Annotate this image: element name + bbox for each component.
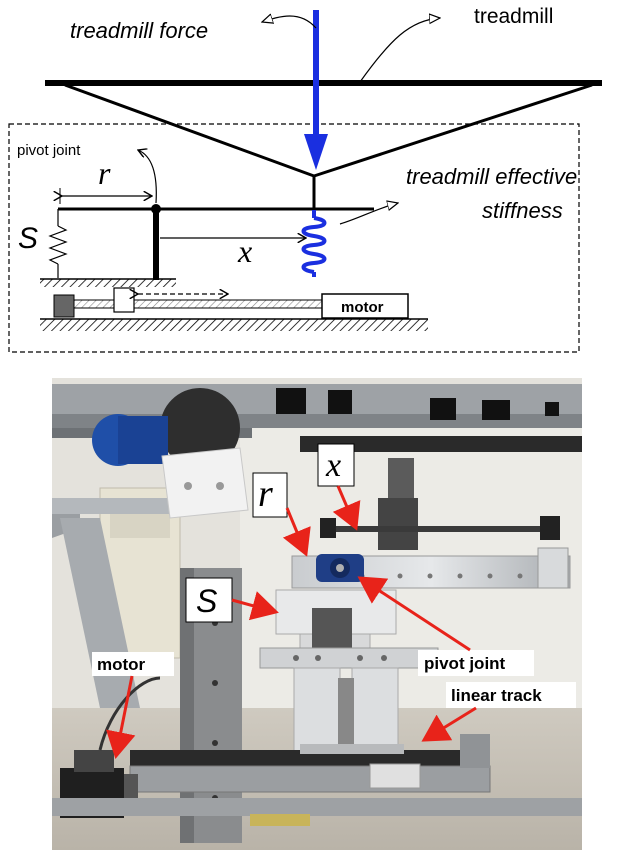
x-label: x bbox=[237, 233, 252, 269]
treadmill-force-leader bbox=[262, 16, 317, 29]
arrow-x bbox=[332, 485, 361, 531]
svg-text:x: x bbox=[325, 447, 341, 484]
svg-text:linear track: linear track bbox=[451, 686, 542, 705]
arrow-s bbox=[231, 591, 279, 621]
svg-text:r: r bbox=[258, 473, 273, 515]
arrow-linear-track bbox=[421, 706, 477, 742]
stiffness-label-line2: stiffness bbox=[482, 198, 563, 223]
effective-stiffness-spring bbox=[301, 210, 327, 277]
motor-box-schematic bbox=[321, 293, 409, 319]
motor-label-schematic: motor bbox=[341, 299, 384, 316]
pivot-bearing bbox=[316, 554, 364, 582]
photo-label-linear-track: linear track bbox=[446, 682, 576, 708]
spring-s bbox=[48, 209, 68, 278]
s-label: S bbox=[18, 222, 38, 255]
photo-label-x: x bbox=[317, 443, 355, 487]
treadmill-triangle bbox=[45, 80, 602, 210]
treadmill-label: treadmill bbox=[474, 5, 553, 28]
treadmill-force-label: treadmill force bbox=[70, 18, 208, 43]
ground-hatch-upper bbox=[40, 279, 176, 287]
r-label: r bbox=[98, 155, 111, 191]
photo-label-r: r bbox=[252, 472, 288, 518]
svg-text:motor: motor bbox=[97, 655, 146, 674]
ground-hatch-lower bbox=[40, 319, 428, 331]
stiffness-label-line1: treadmill effective bbox=[406, 164, 577, 189]
treadmill-force-arrow bbox=[304, 10, 328, 170]
treadmill-leader bbox=[359, 18, 440, 83]
linear-track-schematic bbox=[53, 287, 325, 318]
photo-label-motor: motor bbox=[92, 652, 174, 676]
apparatus-photo: x r S motor pivot joint linear track bbox=[52, 378, 582, 850]
stiffness-leader bbox=[339, 203, 398, 225]
arrow-pivot-joint bbox=[357, 576, 471, 652]
arrow-motor bbox=[105, 675, 136, 759]
svg-text:pivot joint: pivot joint bbox=[424, 654, 506, 673]
photo-label-s: S bbox=[185, 577, 233, 623]
arrow-r bbox=[282, 507, 311, 557]
svg-text:S: S bbox=[196, 583, 217, 619]
schematic-diagram: treadmill treadmill force pivot joint r … bbox=[8, 5, 602, 353]
photo-label-pivot-joint: pivot joint bbox=[418, 650, 534, 676]
pivot-joint-label: pivot joint bbox=[17, 142, 81, 159]
dashed-enclosure bbox=[8, 123, 580, 353]
pivot-joint-leader bbox=[138, 150, 157, 204]
